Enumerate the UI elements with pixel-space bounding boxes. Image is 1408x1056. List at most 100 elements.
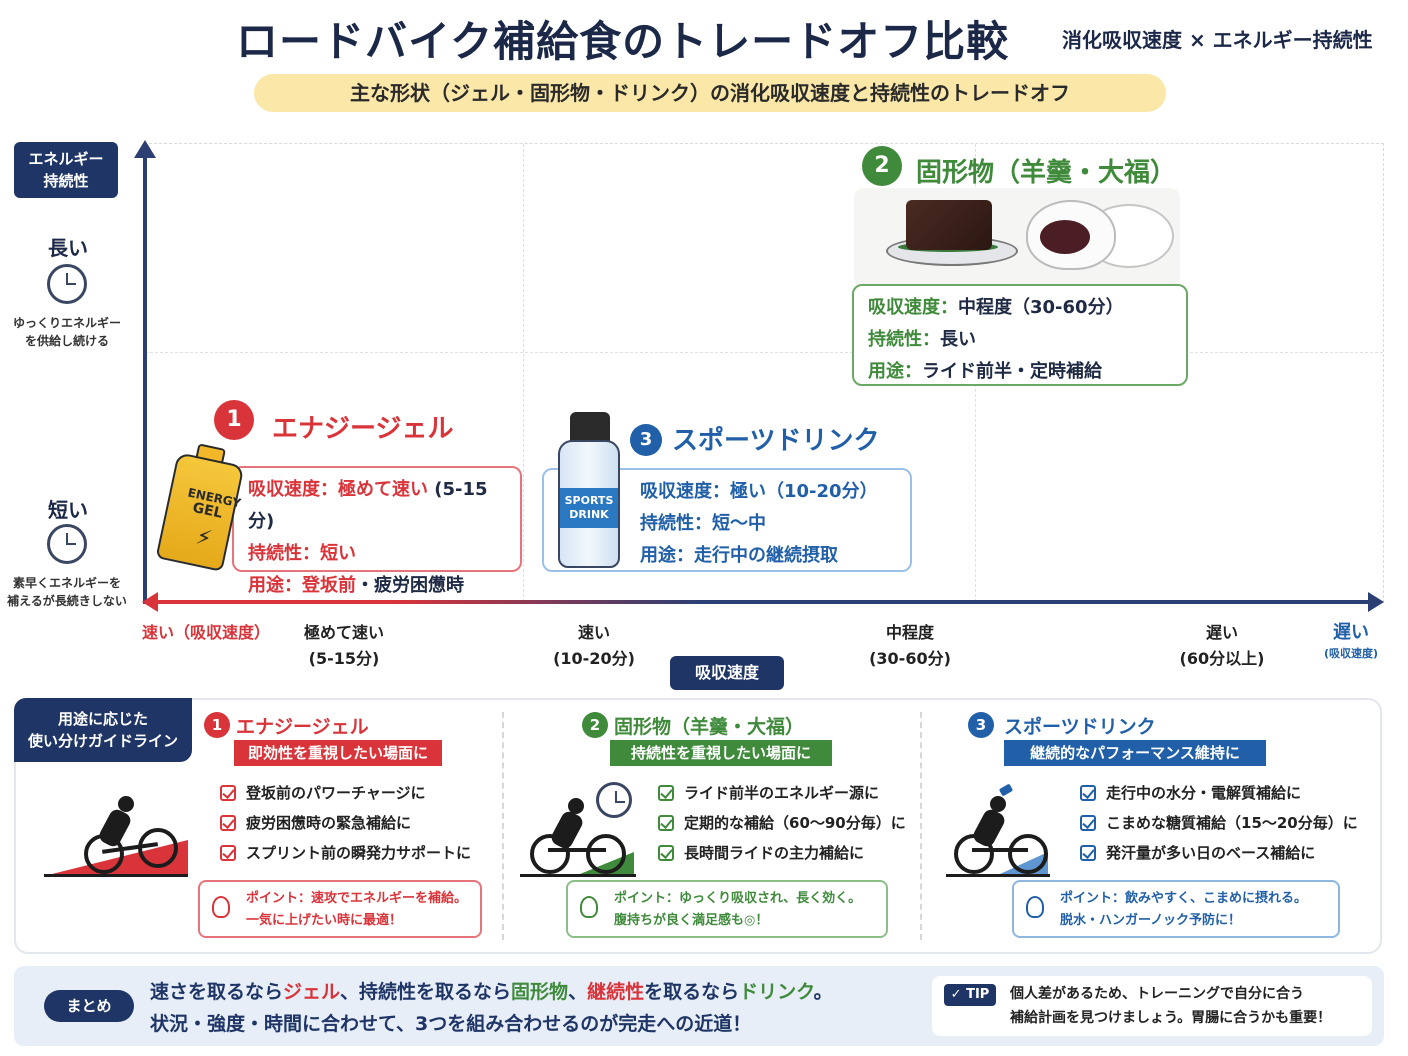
tip-text: 個人差があるため、トレーニングで自分に合う 補給計画を見つけましょう。胃腸に合う… bbox=[1010, 986, 1332, 1026]
drink-use: 用途：走行中の継続摂取 bbox=[640, 545, 838, 566]
y-low-description: 素早くエネルギーを 補えるが長続きしない bbox=[0, 574, 134, 610]
x-tick-3: 中程度 (30-60分) bbox=[852, 620, 968, 672]
x-tick-2: 速い (10-20分) bbox=[536, 620, 652, 672]
x-axis-arrow-left bbox=[142, 592, 158, 612]
drink-absorb: 吸収速度：極い（10-20分） bbox=[640, 481, 878, 502]
x-axis-title: 吸収速度 bbox=[670, 656, 784, 690]
y-high-desc-line1: ゆっくりエネルギー bbox=[12, 316, 121, 330]
summary-line2: 状況・強度・時間に合わせて、3つを組み合わせるのが完走への近道！ bbox=[150, 1013, 752, 1035]
lightbulb-icon bbox=[580, 896, 598, 918]
y-axis-arrow bbox=[134, 140, 156, 158]
y-high-desc-line2: を供給し続ける bbox=[24, 334, 109, 348]
summary-line1: 速さを取るならジェル、持続性を取るなら固形物、継続性を取るならドリンク。 bbox=[150, 981, 833, 1003]
item-title-gel: エナジージェル bbox=[272, 414, 454, 444]
gel-sustain: 持続性：短い bbox=[248, 543, 356, 564]
bike-wheel bbox=[530, 834, 570, 874]
bike-wheel bbox=[586, 834, 626, 874]
y-axis-title-line1: エネルギー bbox=[28, 150, 104, 168]
guide-number: 2 bbox=[582, 712, 608, 738]
y-level-low: 短い bbox=[48, 498, 88, 522]
guide-checklist-solid: ライド前半のエネルギー源に 定期的な補給（60〜90分毎）に 長時間ライドの主力… bbox=[658, 778, 906, 868]
drink-sustain: 持続性：短〜中 bbox=[640, 513, 766, 534]
guide-divider bbox=[920, 712, 922, 940]
item-title-solid: 固形物（羊羹・大福） bbox=[916, 158, 1177, 188]
clock-icon bbox=[47, 264, 87, 304]
item-number-gel: 1 bbox=[214, 400, 254, 440]
info-box-drink: 吸収速度：極い（10-20分） 持続性：短〜中 用途：走行中の継続摂取 bbox=[542, 468, 912, 572]
clock-icon bbox=[47, 524, 87, 564]
checklist-item: こまめな糖質補給（15〜20分毎）に bbox=[1080, 808, 1358, 838]
page-title: ロードバイク補給食のトレードオフ比較 bbox=[236, 17, 1010, 66]
checkbox-icon bbox=[220, 815, 236, 831]
guide-point-drink: ポイント：飲みやすく、こまめに摂れる。 脱水・ハンガーノック予防に！ bbox=[1012, 880, 1340, 938]
checkbox-icon bbox=[658, 815, 674, 831]
checklist-item: 発汗量が多い日のベース補給に bbox=[1080, 838, 1358, 868]
y-axis-title: エネルギー 持続性 bbox=[14, 142, 118, 198]
guide-title-gel: エナジージェル bbox=[236, 716, 369, 738]
solid-sustain: 持続性：長い bbox=[868, 329, 976, 350]
checklist-item: スプリント前の瞬発力サポートに bbox=[220, 838, 471, 868]
guide-number: 1 bbox=[204, 712, 230, 738]
guide-point-gel: ポイント：速攻でエネルギーを補給。 一気に上げたい時に最適！ bbox=[198, 880, 482, 938]
gel-absorb: 吸収速度：極めて速い (5-15分) bbox=[248, 479, 488, 532]
x-tick-1: 極めて速い (5-15分) bbox=[286, 620, 402, 672]
yokan-icon bbox=[906, 200, 992, 250]
bike-frame bbox=[972, 848, 1028, 852]
cyclist-icon bbox=[118, 796, 134, 812]
checklist-item: 走行中の水分・電解質補給に bbox=[1080, 778, 1358, 808]
clock-icon bbox=[596, 782, 632, 818]
x-axis-line bbox=[150, 600, 1370, 604]
x-tick-sub: (60分以上) bbox=[1179, 649, 1265, 668]
checkbox-icon bbox=[658, 785, 674, 801]
x-axis-right-end: 遅い (吸収速度) bbox=[1304, 620, 1398, 662]
checkbox-icon bbox=[220, 785, 236, 801]
tip-box bbox=[932, 976, 1372, 1036]
tip-badge: ✓ TIP bbox=[944, 984, 996, 1006]
guide-number: 3 bbox=[968, 712, 994, 738]
guide-tag-gel: 即効性を重視したい場面に bbox=[234, 740, 442, 766]
x-axis-left-end: 速い（吸収速度） bbox=[142, 623, 271, 642]
y-axis-line bbox=[143, 146, 147, 604]
bike-frame bbox=[548, 848, 606, 852]
grid-line bbox=[523, 144, 524, 602]
checklist-item: 定期的な補給（60〜90分毎）に bbox=[658, 808, 906, 838]
cyclist-icon bbox=[990, 796, 1006, 812]
guide-title-solid: 固形物（羊羹・大福） bbox=[614, 716, 805, 738]
ground-line bbox=[520, 874, 636, 877]
x-axis-arrow-right bbox=[1368, 592, 1384, 612]
solid-use: 用途：ライド前半・定時補給 bbox=[868, 361, 1102, 382]
x-tick-label: 極めて速い bbox=[303, 623, 384, 642]
bottle-label: SPORTS DRINK bbox=[560, 488, 618, 528]
bike-wheel bbox=[954, 834, 994, 874]
solid-absorb: 吸収速度：中程度（30-60分） bbox=[868, 297, 1124, 318]
guide-tag-solid: 持続性を重視したい場面に bbox=[610, 740, 832, 766]
guide-divider bbox=[502, 712, 504, 940]
x-tick-label: 中程度 bbox=[885, 623, 934, 642]
checklist-item: 登坂前のパワーチャージに bbox=[220, 778, 471, 808]
y-low-desc-line1: 素早くエネルギーを bbox=[12, 576, 121, 590]
info-box-solid: 吸収速度：中程度（30-60分） 持続性：長い 用途：ライド前半・定時補給 bbox=[852, 284, 1188, 386]
item-number-drink: 3 bbox=[630, 424, 662, 456]
y-high-description: ゆっくりエネルギー を供給し続ける bbox=[0, 314, 134, 350]
checklist-item: 長時間ライドの主力補給に bbox=[658, 838, 906, 868]
x-tick-sub: (5-15分) bbox=[308, 649, 380, 668]
bottle-cap-icon bbox=[570, 412, 610, 442]
info-box-gel: 吸収速度：極めて速い (5-15分) 持続性：短い 用途：登坂前・疲労困憊時 bbox=[232, 466, 522, 596]
checkbox-icon bbox=[220, 845, 236, 861]
x-right-end-sub: (吸収速度) bbox=[1323, 647, 1379, 660]
ground-line bbox=[946, 874, 1050, 877]
summary-label: まとめ bbox=[44, 990, 134, 1022]
y-axis-title-line2: 持続性 bbox=[43, 172, 89, 190]
guide-checklist-gel: 登坂前のパワーチャージに 疲労困憊時の緊急補給に スプリント前の瞬発力サポートに bbox=[220, 778, 471, 868]
ground-line bbox=[44, 874, 188, 877]
y-level-high: 長い bbox=[48, 236, 88, 260]
guide-label: 用途に応じた 使い分けガイドライン bbox=[14, 698, 192, 762]
bike-wheel bbox=[84, 834, 124, 874]
x-tick-label: 遅い bbox=[1205, 623, 1238, 642]
grid-line bbox=[145, 352, 1383, 353]
lightbulb-icon bbox=[1026, 896, 1044, 918]
x-right-end-label: 遅い bbox=[1333, 622, 1369, 643]
item-title-drink: スポーツドリンク bbox=[672, 426, 880, 456]
bike-wheel bbox=[1008, 834, 1048, 874]
item-number-solid: 2 bbox=[862, 146, 902, 186]
